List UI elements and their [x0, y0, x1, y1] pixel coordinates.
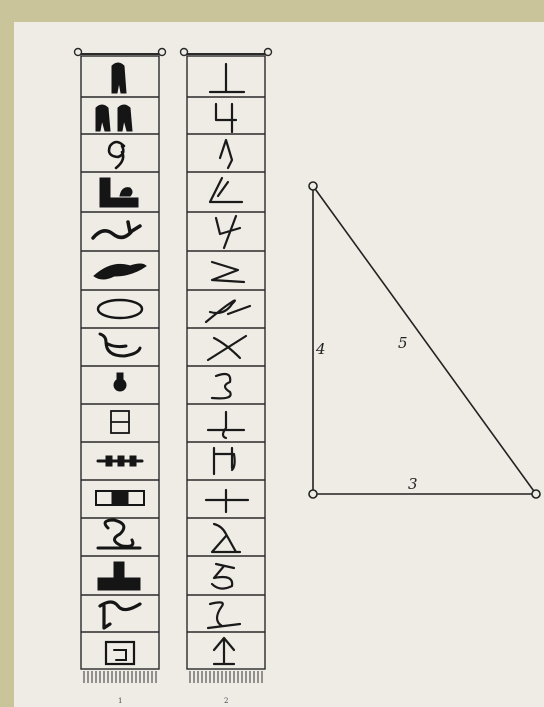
right-triangle — [309, 182, 540, 498]
label-side-4: 4 — [315, 340, 326, 358]
hieratic-arrow-sign — [214, 638, 234, 664]
label-side-3: 3 — [408, 475, 418, 493]
side-hypotenuse — [313, 186, 536, 494]
vertex-top — [309, 182, 317, 190]
hieratic-6-sign — [208, 602, 240, 628]
bead-bar-sign — [98, 456, 142, 466]
double-reed-sign — [96, 105, 132, 131]
hieratic-x-sign — [208, 336, 246, 360]
label-side-5: 5 — [398, 334, 408, 352]
square-sign — [106, 642, 134, 664]
hieratic-5-sign — [212, 564, 234, 589]
hieratic-s-sign — [220, 140, 232, 168]
snake-sign — [93, 222, 140, 238]
strip-2-caption: 2 — [224, 697, 228, 705]
hieratic-3-sign — [212, 374, 231, 398]
coil-sign — [109, 142, 124, 168]
bowl-sign — [100, 334, 140, 356]
fringe-2 — [190, 671, 262, 683]
block-sign — [96, 491, 144, 505]
hieratic-y-sign — [216, 216, 240, 248]
anvil-sign — [98, 562, 140, 590]
hieratic-z-sign — [212, 262, 244, 282]
serpent-sign — [100, 602, 140, 628]
cord-sign — [98, 520, 140, 548]
strip-1-caption: 1 — [118, 697, 122, 705]
vase-sign — [114, 373, 126, 391]
loop-sign — [98, 300, 142, 318]
hieratic-l-sign — [210, 178, 242, 202]
hieratic-lambda-sign — [212, 524, 240, 552]
vertex-right — [532, 490, 540, 498]
reed-leaf-sign — [112, 63, 126, 93]
hieratic-hook-sign — [208, 412, 244, 438]
hieratic-cross-sign — [206, 490, 248, 512]
hieratic-4-sign — [216, 104, 236, 132]
hieratic-u-sign — [214, 448, 235, 474]
fringe-1 — [84, 671, 156, 683]
wavy-sign — [94, 264, 146, 279]
hieratic-t-sign — [210, 64, 244, 92]
hieratic-loop-sign — [206, 300, 250, 322]
vertex-corner — [309, 490, 317, 498]
box-sign — [111, 411, 129, 433]
seat-sign — [100, 178, 138, 207]
